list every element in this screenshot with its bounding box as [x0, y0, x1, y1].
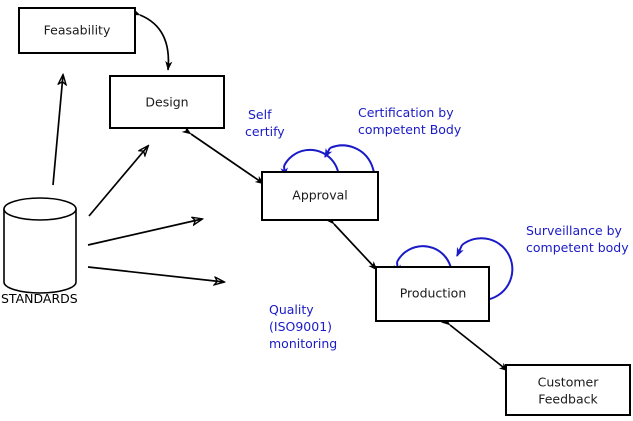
- feasability-label: Feasability: [44, 23, 111, 38]
- quality-line1: Quality: [269, 302, 314, 317]
- quality-line2: (ISO9001): [269, 319, 332, 334]
- production-box[interactable]: [375, 266, 490, 322]
- surveillance-arc: [461, 237, 514, 301]
- feasability-box[interactable]: [18, 7, 136, 54]
- node-approval[interactable]: Approval: [261, 171, 379, 221]
- certification-arrowhead: [324, 147, 333, 158]
- design-approval-arrow: [181, 126, 265, 185]
- connection-feasability-design: [130, 8, 173, 71]
- connection-standards-production: [87, 266, 224, 282]
- node-design[interactable]: Design: [109, 75, 225, 129]
- connection-standards-design: [88, 146, 148, 217]
- standards-production-arrow: [87, 266, 224, 282]
- connection-production-customer-feedback: [440, 316, 509, 372]
- standards-approval-arrow: [87, 219, 202, 246]
- annotation-quality-monitoring: Quality (ISO9001) monitoring: [269, 302, 337, 351]
- surveillance-line2: competent body: [526, 240, 629, 255]
- certification-line2: competent Body: [358, 122, 462, 137]
- node-customer-feedback[interactable]: Customer Feedback: [505, 364, 631, 416]
- annotation-self-certify: Self certify: [245, 107, 285, 139]
- approval-label: Approval: [292, 188, 347, 203]
- customer-feedback-box[interactable]: [505, 364, 631, 416]
- self-loop-surveillance: [456, 237, 514, 301]
- surveillance-line1: Surveillance by: [526, 223, 623, 238]
- connection-standards-feasability: [52, 75, 63, 186]
- surveillance-arrowhead: [456, 244, 464, 257]
- annotation-certification: Certification by competent Body: [358, 105, 462, 137]
- connection-standards-approval: [87, 219, 202, 246]
- node-standards[interactable]: STANDARDS: [1, 197, 78, 306]
- annotation-surveillance: Surveillance by competent body: [526, 223, 629, 255]
- standards-label: STANDARDS: [1, 291, 78, 306]
- node-feasability[interactable]: Feasability: [18, 7, 136, 54]
- approval-production-arrow: [325, 215, 378, 271]
- self-certify-line1: Self: [248, 107, 272, 122]
- connection-design-approval: [181, 126, 265, 185]
- standards-design-arrow: [88, 146, 148, 217]
- standards-feasability-arrow: [52, 75, 63, 186]
- quality-line3: monitoring: [269, 336, 337, 351]
- design-label: Design: [145, 95, 188, 110]
- customer-feedback-label-line2: Feedback: [538, 392, 598, 407]
- certification-line1: Certification by: [358, 105, 454, 120]
- standards-cylinder-top[interactable]: [3, 197, 77, 221]
- node-production[interactable]: Production: [375, 266, 490, 322]
- approval-box[interactable]: [261, 171, 379, 221]
- standards-cylinder-body[interactable]: [3, 209, 77, 294]
- customer-feedback-label-line1: Customer: [538, 375, 600, 390]
- production-feedback-arrow: [440, 316, 509, 372]
- connection-approval-production: [325, 215, 378, 271]
- production-label: Production: [400, 286, 467, 301]
- self-certify-line2: certify: [245, 124, 285, 139]
- design-box[interactable]: [109, 75, 225, 129]
- feasability-design-arrow: [130, 8, 173, 71]
